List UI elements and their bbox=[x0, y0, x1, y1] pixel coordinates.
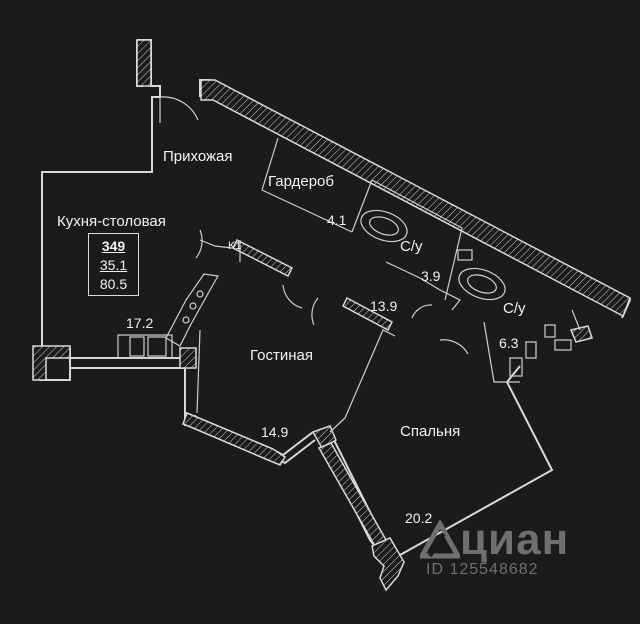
watermark: циан ID 125548682 bbox=[420, 515, 569, 579]
kitchen-unit-marker: K1 bbox=[228, 240, 241, 252]
room-label-hall: Прихожая bbox=[163, 148, 233, 165]
hatched-walls bbox=[32, 39, 631, 592]
area-living: 14.9 bbox=[261, 424, 288, 440]
watermark-brand-text: циан bbox=[460, 515, 570, 564]
apartment-number: 349 bbox=[101, 238, 126, 254]
apartment-living-area: 35.1 bbox=[99, 257, 128, 273]
room-label-bath-2: С/у bbox=[503, 300, 526, 317]
apartment-total-area: 80.5 bbox=[99, 276, 128, 292]
area-kitchen: 17.2 bbox=[126, 315, 153, 331]
area-bedroom: 20.2 bbox=[405, 510, 432, 526]
area-wardrobe: 4.1 bbox=[327, 212, 347, 228]
bathroom-fixtures bbox=[360, 209, 572, 377]
room-label-living: Гостиная bbox=[250, 347, 313, 364]
room-label-bath-1: С/у bbox=[400, 238, 423, 255]
interior-walls bbox=[196, 137, 581, 433]
area-bath-1: 3.9 bbox=[421, 268, 441, 284]
area-bath-2: 6.3 bbox=[499, 335, 519, 351]
room-label-kitchen: Кухня-столовая bbox=[57, 213, 166, 230]
outer-walls bbox=[39, 39, 632, 556]
area-hall: 13.9 bbox=[370, 298, 397, 314]
watermark-brand: циан bbox=[420, 515, 569, 565]
room-label-wardrobe: Гардероб bbox=[268, 173, 334, 190]
watermark-id: ID 125548682 bbox=[426, 561, 539, 578]
doors bbox=[159, 96, 469, 355]
room-label-bedroom: Спальня bbox=[400, 423, 460, 440]
kitchen-counter bbox=[117, 273, 219, 359]
apartment-info-box: 349 35.1 80.5 bbox=[88, 233, 139, 296]
cian-logo-icon bbox=[420, 520, 460, 559]
